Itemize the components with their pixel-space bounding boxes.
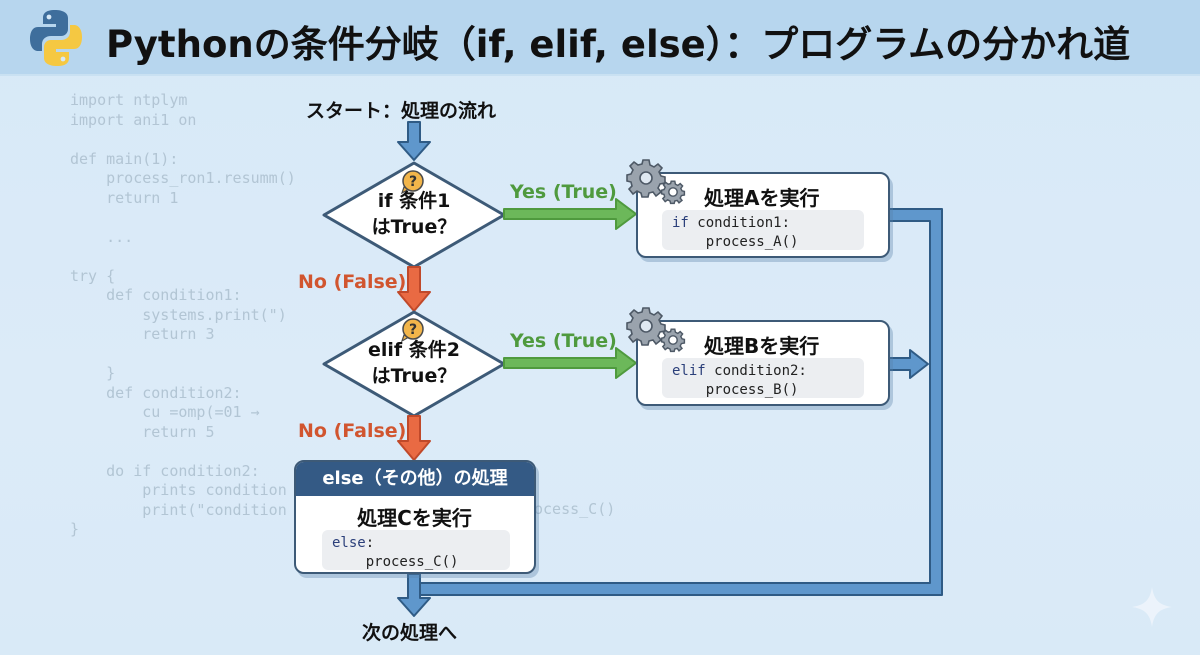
background-code-line: process_ron1.resumm() <box>70 169 296 187</box>
code-keyword: else <box>332 535 366 551</box>
no-arrow-1 <box>397 266 431 312</box>
decision-2-line1: elif 条件2 <box>367 339 460 361</box>
start-label: スタート：処理の流れ <box>306 100 497 122</box>
code-keyword: elif <box>672 363 706 379</box>
header-bar: Pythonの条件分岐（if, elif, else）：プログラムの分かれ道 <box>0 0 1200 76</box>
background-code-line: import ani1 on <box>70 110 197 129</box>
background-code-line: def condition1: <box>70 286 242 304</box>
yes-arrow-1 <box>503 198 637 230</box>
decision-1-line2: はTrue？ <box>371 216 457 238</box>
background-code-line: prints condition <box>70 481 287 499</box>
code-line-2: process_A() <box>672 234 799 250</box>
background-code-line: cu =omp(=01 → <box>70 403 260 421</box>
decision-2-line2: はTrue？ <box>371 365 457 387</box>
sparkle-icon <box>1132 587 1172 627</box>
question-bubble-icon: ? <box>400 170 424 195</box>
no-label-2: No (False) <box>298 420 407 442</box>
yes-arrow-2 <box>503 347 637 379</box>
background-code-line: ... <box>70 227 134 246</box>
page-title: Pythonの条件分岐（if, elif, else）：プログラムの分かれ道 <box>106 23 1131 66</box>
svg-text:?: ? <box>409 174 417 190</box>
background-code-line: } <box>70 364 116 382</box>
background-code-line: return 3 <box>70 325 215 343</box>
end-arrow <box>397 573 431 617</box>
background-code-line: def main(1): <box>70 149 179 168</box>
code-line-1: : <box>365 535 375 551</box>
process-c-code: else: process_C() <box>322 530 510 570</box>
decision-2-text: elif 条件2 はTrue？ <box>324 337 504 389</box>
code-line-1: condition2: <box>705 363 807 379</box>
decision-1-line1: if 条件1 <box>377 190 451 212</box>
no-arrow-2 <box>397 415 431 461</box>
python-logo-icon <box>30 10 82 66</box>
end-label: 次の処理へ <box>362 622 458 644</box>
background-code-line: def condition2: <box>70 383 242 402</box>
code-keyword: if <box>672 215 689 231</box>
process-c-title: 処理Cを実行 <box>357 506 472 530</box>
decision-1-text: if 条件1 はTrue？ <box>324 188 504 240</box>
code-line-1: condition1: <box>688 215 791 231</box>
background-code-line: try { <box>70 266 116 285</box>
question-bubble-icon: ? <box>400 318 424 343</box>
process-c-box: else（その他）の処理 処理Cを実行 else: process_C() <box>294 460 536 574</box>
process-a-code: if condition1: process_A() <box>662 210 864 250</box>
no-label-1: No (False) <box>298 271 407 293</box>
svg-text:?: ? <box>409 322 417 338</box>
gear-icon <box>626 159 686 205</box>
code-line-2: process_B() <box>672 382 799 398</box>
merge-arrow-b <box>888 349 929 379</box>
process-a-title: 処理Aを実行 <box>704 186 820 210</box>
code-line-2: process_C() <box>332 554 459 570</box>
start-arrow <box>397 121 431 161</box>
gear-icon <box>626 307 686 353</box>
background-code-line: } <box>70 520 80 538</box>
background-code-line: return 1 <box>70 188 179 207</box>
else-header: else（その他）の処理 <box>296 462 534 496</box>
background-code-line: do if condition2: <box>70 461 260 480</box>
background-code-fragment: ocess_C() <box>534 500 616 518</box>
yes-label-1: Yes (True) <box>510 181 617 203</box>
background-code-line: print("condition <box>70 500 287 519</box>
process-b-code: elif condition2: process_B() <box>662 358 864 398</box>
background-code-line: return 5 <box>70 422 215 441</box>
yes-label-2: Yes (True) <box>510 330 617 352</box>
background-code-line: import ntplym <box>70 91 188 109</box>
background-code-line: systems.print(") <box>70 305 287 324</box>
process-b-title: 処理Bを実行 <box>704 334 820 358</box>
